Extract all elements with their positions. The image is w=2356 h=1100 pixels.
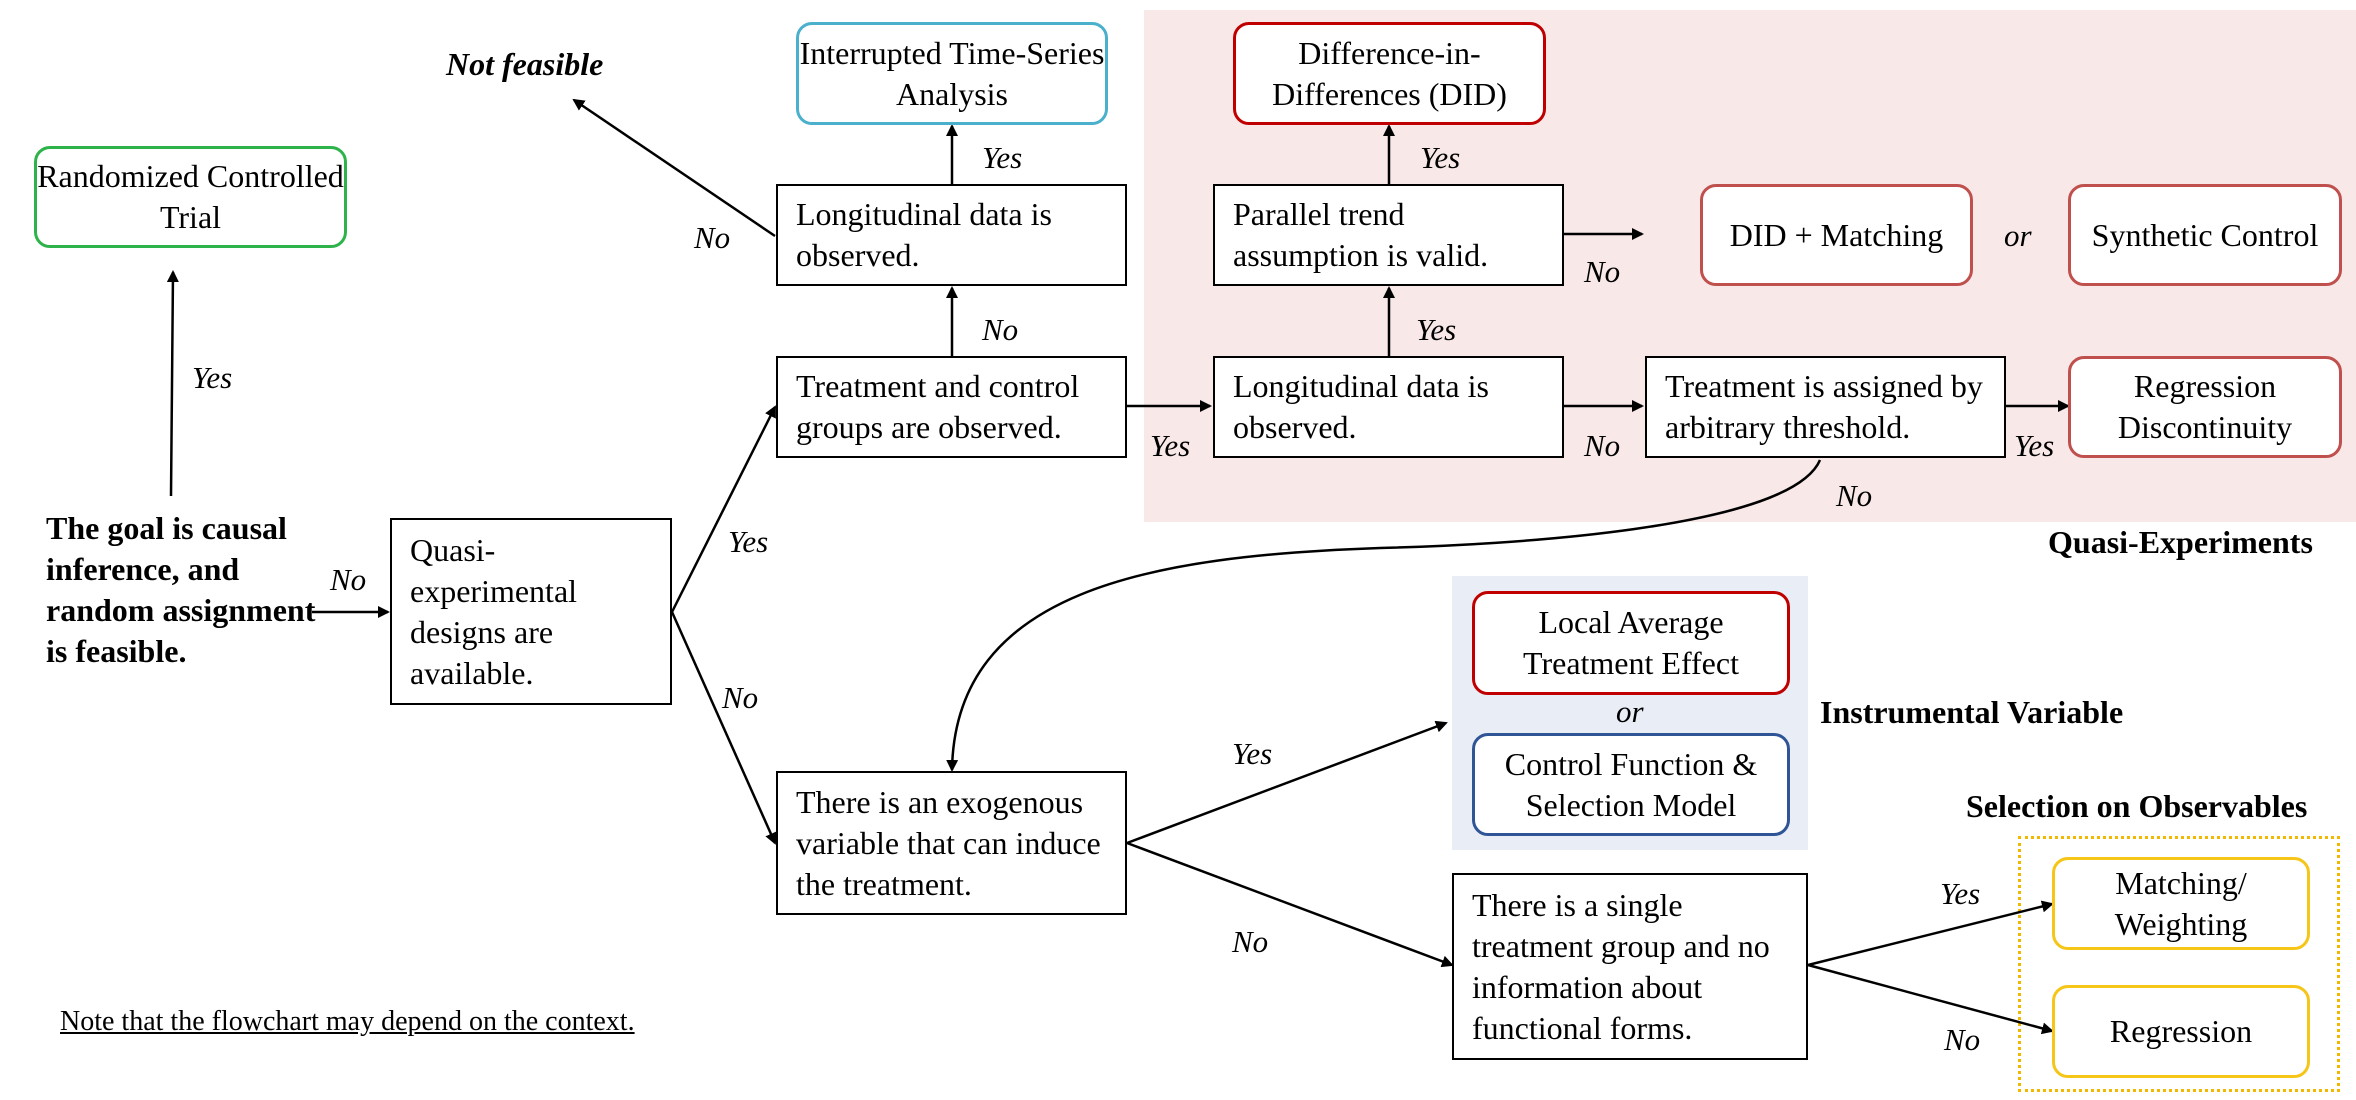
longitudinal-top-text: Longitudinal data is observed. bbox=[796, 196, 1052, 273]
label-no-treatcontrol: No bbox=[982, 312, 1019, 347]
threshold-box: Treatment is assigned by arbitrary thres… bbox=[1645, 356, 2006, 458]
edge-exogenous-to-single bbox=[1126, 841, 1454, 968]
label-or-did: or bbox=[2004, 218, 2032, 253]
edge-goal-to-rct bbox=[166, 270, 179, 497]
did-matching-text: DID + Matching bbox=[1729, 216, 1944, 253]
quasi-available-text: Quasi-experimental designs are available… bbox=[410, 531, 578, 691]
label-no-quasi: No bbox=[722, 680, 759, 715]
longitudinal-top-box: Longitudinal data is observed. bbox=[776, 184, 1127, 286]
label-yes-treatcontrol: Yes bbox=[1150, 428, 1191, 463]
regression-box: Regression bbox=[2052, 985, 2310, 1078]
single-group-text: There is a single treatment group and no… bbox=[1472, 886, 1770, 1046]
label-yes-exogenous: Yes bbox=[1232, 736, 1273, 771]
treat-control-observed-text: Treatment and control groups are observe… bbox=[796, 368, 1080, 445]
control-function-text: Control Function & Selection Model bbox=[1504, 745, 1758, 823]
did-text: Difference-in-Differences (DID) bbox=[1272, 34, 1507, 112]
late-text: Local Average Treatment Effect bbox=[1523, 604, 1739, 681]
edge-quasi-to-treatcontrol bbox=[670, 405, 777, 613]
itsa-box: Interrupted Time-Series Analysis bbox=[796, 22, 1108, 125]
parallel-trend-box: Parallel trend assumption is valid. bbox=[1213, 184, 1564, 286]
longitudinal-mid-box: Longitudinal data is observed. bbox=[1213, 356, 1564, 458]
regression-discontinuity-text: Regression Discontinuity bbox=[2117, 368, 2293, 445]
regression-text: Regression bbox=[2109, 1013, 2253, 1049]
matching-weighting-text: Matching/ Weighting bbox=[2114, 864, 2248, 942]
not-feasible-label: Not feasible bbox=[446, 46, 604, 82]
label-no-threshold: No bbox=[1836, 478, 1873, 513]
matching-weighting-box: Matching/ Weighting bbox=[2052, 857, 2310, 950]
single-group-box: There is a single treatment group and no… bbox=[1452, 873, 1808, 1060]
control-function-box: Control Function & Selection Model bbox=[1472, 733, 1790, 836]
label-yes-single: Yes bbox=[1940, 876, 1981, 911]
instrumental-variable-heading: Instrumental Variable bbox=[1820, 694, 2124, 730]
label-yes-rct: Yes bbox=[192, 360, 233, 395]
exogenous-text: There is an exogenous variable that can … bbox=[796, 783, 1101, 902]
label-no-single: No bbox=[1944, 1022, 1981, 1057]
synthetic-control-text: Synthetic Control bbox=[2091, 216, 2319, 253]
itsa-text: Interrupted Time-Series Analysis bbox=[799, 34, 1105, 112]
selection-on-observables-region bbox=[2018, 836, 2340, 1092]
quasi-available-box: Quasi-experimental designs are available… bbox=[390, 518, 672, 705]
goal-statement: The goal is causal inference, and random… bbox=[46, 510, 316, 669]
edge-single-to-regression bbox=[1807, 963, 2054, 1035]
label-no-goal: No bbox=[330, 562, 367, 597]
edge-exogenous-to-iv bbox=[1126, 720, 1448, 845]
label-yes-did: Yes bbox=[1420, 140, 1461, 175]
quasi-experiments-heading: Quasi-Experiments bbox=[2048, 524, 2313, 560]
parallel-trend-text: Parallel trend assumption is valid. bbox=[1233, 196, 1489, 273]
edge-single-to-matching bbox=[1807, 900, 2054, 967]
label-yes-itsa: Yes bbox=[982, 140, 1023, 175]
exogenous-box: There is an exogenous variable that can … bbox=[776, 771, 1127, 915]
selection-on-observables-heading: Selection on Observables bbox=[1966, 788, 2308, 824]
label-or-iv: or bbox=[1616, 694, 1644, 729]
edge-longtop-to-notfeasible bbox=[572, 98, 776, 238]
late-box: Local Average Treatment Effect bbox=[1472, 591, 1790, 695]
synthetic-control-box: Synthetic Control bbox=[2068, 184, 2342, 286]
rct-box: Randomized Controlled Trial bbox=[34, 146, 347, 248]
did-box: Difference-in-Differences (DID) bbox=[1233, 22, 1546, 125]
edge-threshold-to-exogenous bbox=[946, 459, 1822, 772]
label-no-exogenous: No bbox=[1232, 924, 1269, 959]
label-yes-longmid: Yes bbox=[1416, 312, 1457, 347]
rct-text: Randomized Controlled Trial bbox=[37, 158, 344, 235]
regression-discontinuity-box: Regression Discontinuity bbox=[2068, 356, 2342, 458]
treat-control-observed-box: Treatment and control groups are observe… bbox=[776, 356, 1127, 458]
edge-quasi-to-exogenous bbox=[670, 611, 777, 845]
threshold-text: Treatment is assigned by arbitrary thres… bbox=[1665, 368, 1983, 445]
did-matching-box: DID + Matching bbox=[1700, 184, 1973, 286]
label-no-longtop: No bbox=[694, 220, 731, 255]
longitudinal-mid-text: Longitudinal data is observed. bbox=[1233, 368, 1489, 445]
label-yes-threshold: Yes bbox=[2014, 428, 2055, 463]
label-no-parallel: No bbox=[1584, 254, 1621, 289]
label-yes-quasi: Yes bbox=[728, 524, 769, 559]
context-note: Note that the flowchart may depend on th… bbox=[60, 1006, 635, 1037]
label-no-longmid: No bbox=[1584, 428, 1621, 463]
